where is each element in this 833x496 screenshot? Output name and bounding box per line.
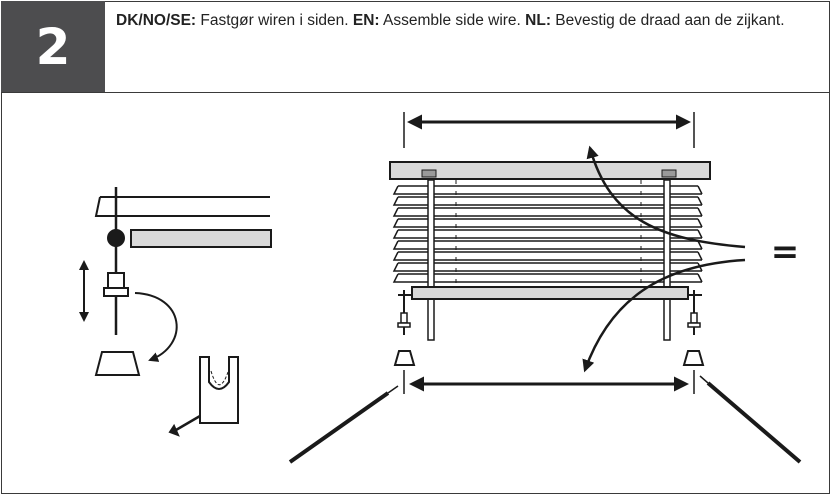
end-cap [94, 351, 141, 376]
side-detail [79, 187, 272, 437]
header-divider [1, 92, 830, 93]
bottom-rail [411, 286, 689, 300]
lang3-code: NL: [525, 12, 551, 29]
lang1-code: DK/NO/SE: [116, 12, 197, 29]
tilt-wand-left [427, 179, 435, 341]
bottom-rail-detail [130, 229, 272, 248]
equals-sign: = [771, 232, 800, 272]
tilt-wand-right [663, 179, 671, 341]
lang1-text: Fastgør wiren i siden. [196, 12, 353, 29]
screw-icon [168, 414, 201, 437]
step-number-box: 2 [1, 1, 105, 93]
screwdriver-icon [288, 375, 802, 464]
step-number: 2 [35, 18, 71, 76]
lang2-code: EN: [352, 12, 380, 29]
headrail [389, 161, 711, 180]
curved-arrow-icon [134, 292, 178, 362]
lang2-text: Assemble side wire. [379, 12, 526, 29]
wire-ball [107, 229, 125, 247]
lang3-text: Bevestig de draad aan de zijkant. [551, 12, 785, 29]
instruction-text: DK/NO/SE: Fastgør wiren i siden. EN: Ass… [116, 12, 806, 29]
wire-stopper-icon [103, 272, 129, 297]
end-cap-left [393, 350, 416, 366]
bracket-icon [199, 356, 239, 424]
blind-assembly [389, 112, 746, 394]
curved-arrow-down [582, 258, 746, 373]
slats [392, 185, 703, 283]
curved-arrow-up [586, 145, 746, 249]
end-cap-right [682, 350, 705, 366]
